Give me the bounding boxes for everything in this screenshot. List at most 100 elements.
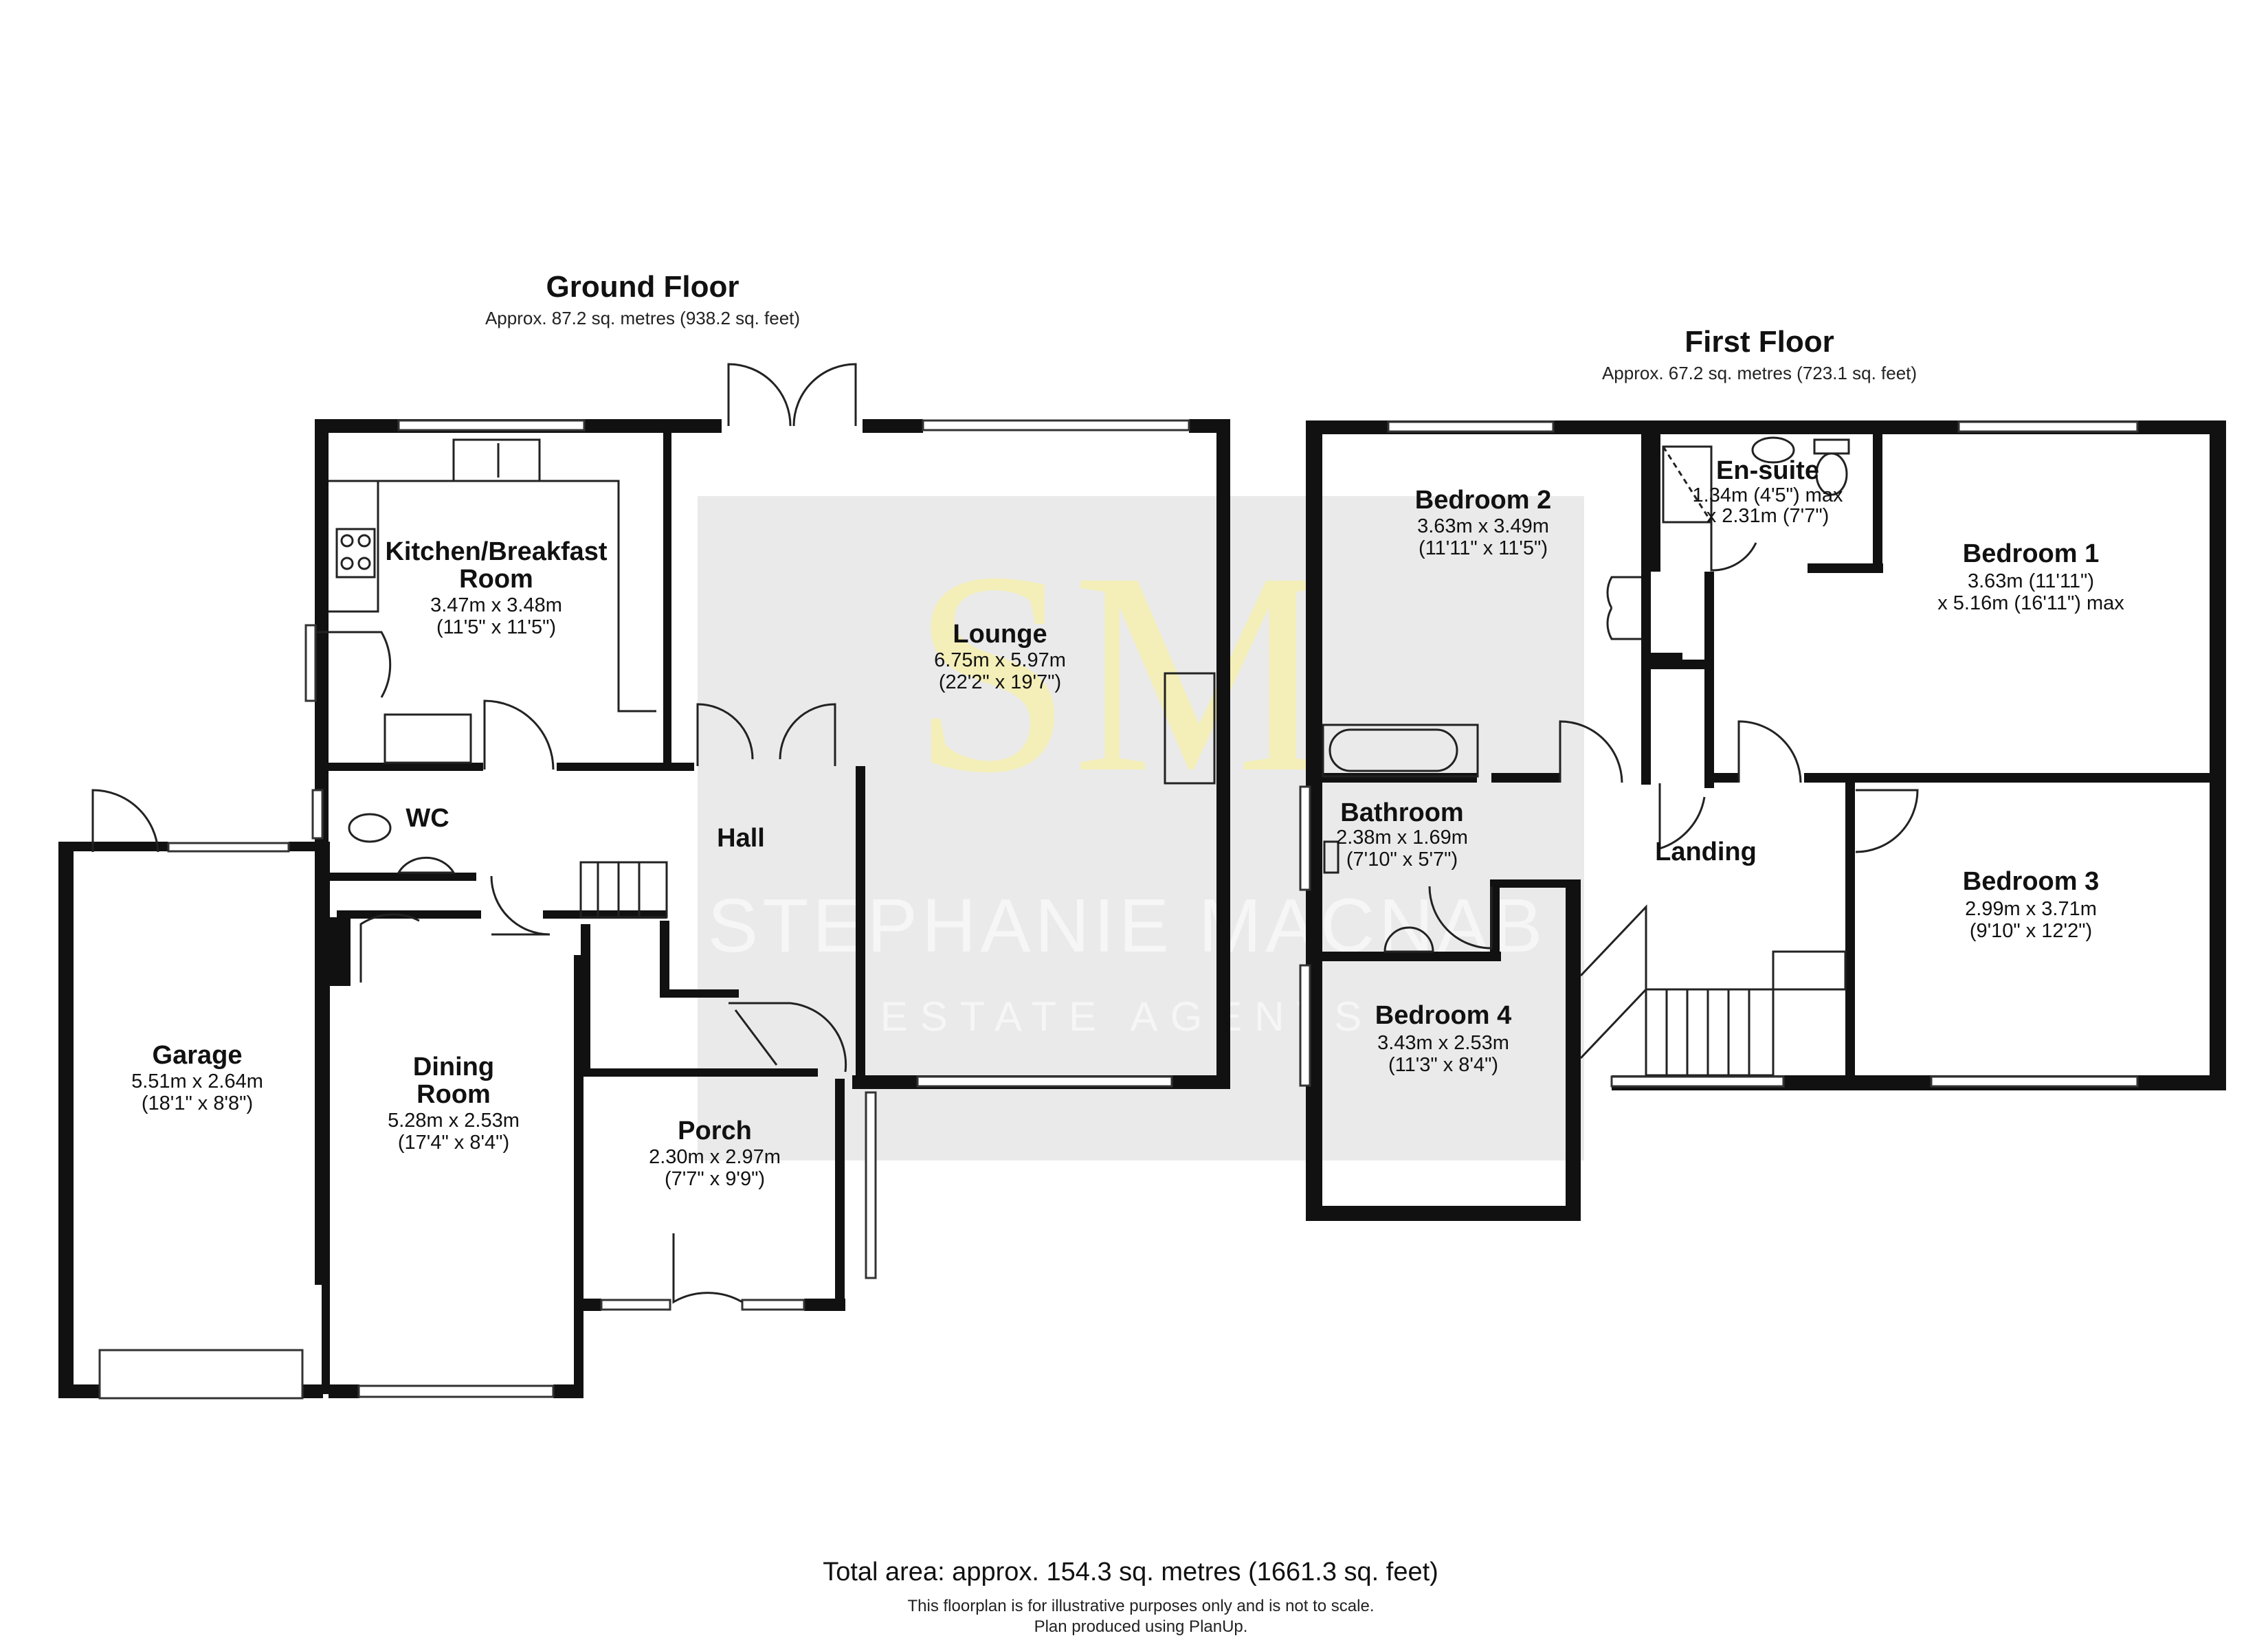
room-porch: Porch 2.30m x 2.97m (7'7" x 9'9") (649, 1117, 781, 1190)
room-dimensions-imperial: (18'1" x 8'8") (142, 1092, 253, 1114)
room-dimensions-imperial: (17'4" x 8'4") (398, 1132, 509, 1154)
window (304, 624, 317, 702)
room-landing: Landing (1655, 838, 1757, 866)
door (1559, 720, 1623, 783)
fireplace (1164, 672, 1216, 785)
door (91, 789, 159, 853)
room-name: Landing (1655, 838, 1757, 866)
ground-floor: Ground Floor Approx. 87.2 sq. metres (93… (58, 270, 1230, 1400)
window (916, 1075, 1173, 1088)
room-dimensions-imperial: (11'5" x 11'5") (436, 616, 556, 638)
room-name: Bedroom 3 (1963, 867, 2099, 896)
watermark-panel (698, 496, 1584, 1160)
door (729, 1002, 847, 1073)
first-floor-fittings (1299, 420, 2139, 1088)
room-dimensions: 2.99m x 3.71m (1965, 898, 2097, 920)
room-dimensions: 3.63m x 3.49m (1417, 515, 1549, 537)
room-lounge: Lounge 6.75m x 5.97m (22'2" x 19'7") (934, 620, 1066, 693)
bath-icon (1322, 723, 1479, 778)
room-name: Lounge (953, 620, 1047, 649)
toilet-icon (348, 813, 392, 843)
wardrobe-door (1606, 607, 1641, 640)
room-dimensions-imperial: (7'7" x 9'9") (665, 1168, 765, 1190)
first-floor-title: First Floor (1685, 325, 1834, 359)
room-name: Room (416, 1080, 491, 1109)
room-ensuite: En-suite 1.34m (4'5") max x 2.31m (7'7") (1693, 456, 1843, 527)
door (696, 703, 754, 766)
total-area: Total area: approx. 154.3 sq. metres (16… (823, 1558, 1438, 1586)
basin-icon (1751, 436, 1795, 464)
room-hall: Hall (717, 824, 765, 853)
door (1855, 789, 1919, 853)
room-bathroom: Bathroom 2.38m x 1.69m (7'10" x 5'7") (1336, 798, 1468, 871)
footer: Total area: approx. 154.3 sq. metres (16… (823, 1558, 1438, 1636)
window (741, 1299, 805, 1311)
room-kitchen: Kitchen/Breakfast Room 3.47m x 3.48m (11… (385, 537, 607, 638)
room-name: Kitchen/Breakfast (385, 537, 607, 566)
watermark-tagline: ESTATE AGENTS (880, 994, 1375, 1040)
room-dimensions-imperial: (7'10" x 5'7") (1346, 849, 1458, 871)
window (1957, 420, 2139, 433)
room-name: WC (405, 804, 449, 833)
room-dimensions-imperial: (11'11" x 11'5") (1419, 537, 1548, 559)
room-name: Bathroom (1340, 798, 1463, 827)
window (1930, 1075, 2139, 1088)
window (397, 419, 586, 431)
garage-door (98, 1349, 304, 1400)
room-bedroom-2: Bedroom 2 3.63m x 3.49m (11'11" x 11'5") (1415, 486, 1551, 559)
window (1610, 1075, 1785, 1088)
door (316, 631, 392, 698)
room-wc: WC (405, 804, 449, 833)
room-dimensions: 3.43m x 2.53m (1377, 1032, 1509, 1054)
room-dimensions: 6.75m x 5.97m (934, 649, 1066, 671)
toilet-icon (1815, 452, 1848, 496)
french-door (792, 363, 857, 427)
window (1299, 785, 1311, 891)
room-name: Room (459, 565, 533, 594)
disclaimer: This floorplan is for illustrative purpo… (908, 1597, 1375, 1615)
door (1428, 886, 1493, 950)
room-name: Porch (678, 1117, 752, 1145)
room-dimensions: 2.38m x 1.69m (1336, 827, 1468, 849)
window (865, 1091, 877, 1279)
credit: Plan produced using PlanUp. (1034, 1617, 1248, 1636)
room-dimensions: x 2.31m (7'7") (1706, 505, 1830, 527)
basin-icon (1383, 926, 1434, 953)
shower-icon (1662, 445, 1713, 524)
room-dimensions: 3.63m (11'11") (1968, 570, 2094, 592)
door (1710, 522, 1757, 572)
basin-icon (397, 856, 456, 874)
room-dimensions: 3.47m x 3.48m (430, 594, 562, 616)
window (1387, 420, 1555, 433)
hob-icon (335, 528, 376, 579)
staircase (1579, 904, 1847, 1077)
door (490, 875, 551, 936)
first-floor-area: Approx. 67.2 sq. metres (723.1 sq. feet) (1602, 363, 1917, 383)
window (311, 789, 324, 840)
ground-floor-title: Ground Floor (546, 270, 739, 304)
room-garage: Garage 5.51m x 2.64m (18'1" x 8'8") (131, 1041, 263, 1114)
window (922, 419, 1190, 431)
watermark-monogram: SM (911, 513, 1328, 832)
room-dining: Dining Room 5.28m x 2.53m (17'4" x 8'4") (388, 1053, 520, 1154)
room-bedroom-3: Bedroom 3 2.99m x 3.71m (9'10" x 12'2") (1963, 867, 2099, 942)
room-dimensions: x 5.16m (16'11") max (1937, 592, 2124, 614)
room-name: Dining (413, 1053, 494, 1081)
room-name: Bedroom 1 (1963, 539, 2099, 568)
room-name: En-suite (1716, 456, 1819, 485)
door (1737, 720, 1802, 783)
room-dimensions: 5.28m x 2.53m (388, 1110, 520, 1132)
room-bedroom-1: Bedroom 1 3.63m (11'11") x 5.16m (16'11"… (1937, 539, 2124, 614)
room-dimensions: 5.51m x 2.64m (131, 1070, 263, 1092)
first-floor: First Floor Approx. 67.2 sq. metres (723… (1299, 325, 2226, 1221)
kitchen-sink-icon (452, 438, 541, 482)
room-name: Garage (153, 1041, 243, 1070)
window (167, 842, 290, 853)
room-dimensions: 1.34m (4'5") max (1693, 484, 1843, 506)
ground-floor-area: Approx. 87.2 sq. metres (938.2 sq. feet) (485, 308, 800, 328)
french-door (727, 363, 792, 427)
room-dimensions-imperial: (11'3" x 8'4") (1388, 1054, 1498, 1076)
window (357, 1384, 555, 1398)
toilet-icon (1323, 840, 1339, 874)
